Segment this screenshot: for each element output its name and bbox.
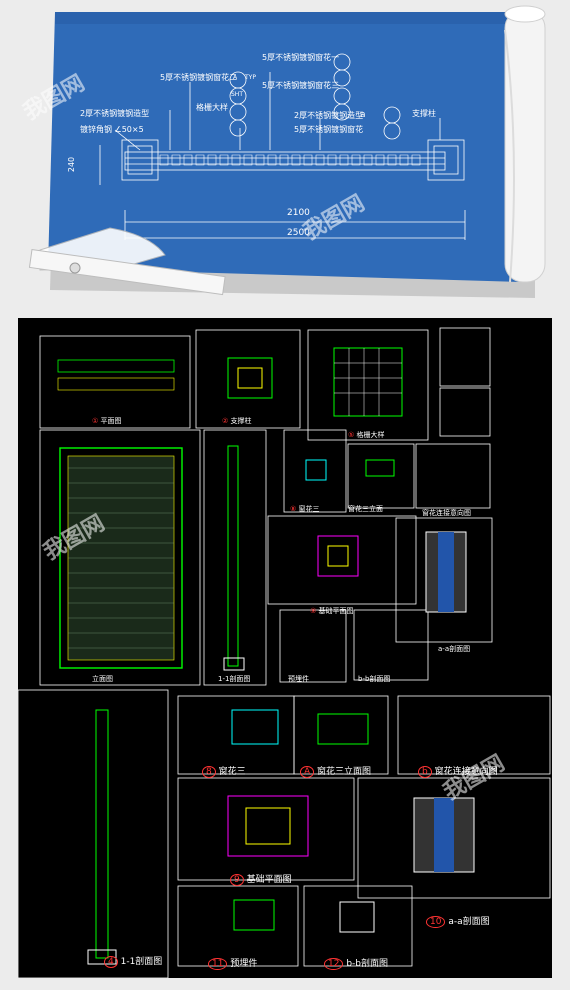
drawing-label: 窗花三立面 bbox=[348, 505, 383, 513]
callout-steel-shape-2: 2厚不锈钢镀钢造型 bbox=[294, 111, 364, 120]
callout-grille-1: 5厚不锈钢镀钢窗花一 bbox=[262, 53, 340, 62]
callout-grille-window: 5厚不锈钢镀钢窗花 bbox=[294, 125, 364, 134]
callout-support-column: 支撑柱 bbox=[412, 109, 436, 118]
dimension-2500: 2500 bbox=[287, 228, 310, 238]
drawing-label: ⑤ 格栅大样 bbox=[348, 431, 385, 439]
callout-lattice-detail: 格栅大样 bbox=[196, 103, 228, 112]
zoom-label: 8 窗花三 bbox=[202, 764, 246, 778]
tag-sht: SHT bbox=[231, 91, 243, 98]
drawing-label: a-a剖面图 bbox=[438, 645, 471, 653]
dimension-a: a bbox=[360, 110, 366, 120]
drawing-label: ② 支撑柱 bbox=[222, 417, 252, 425]
drawing-label: b-b剖面图 bbox=[358, 675, 391, 683]
drawing-label: 窗花连接意向图 bbox=[422, 509, 471, 517]
drawing-label: 立面图 bbox=[92, 675, 113, 683]
callout-grille-3: 5厚不锈钢镀钢窗花三 bbox=[262, 81, 340, 90]
zoom-label: 9 基础平面图 bbox=[230, 872, 292, 886]
callout-steel-shape: 2厚不锈钢镀钢造型 bbox=[80, 109, 150, 118]
zoom-label: 12 b-b剖面图 bbox=[324, 956, 388, 970]
callout-grille-2: 5厚不锈钢镀钢窗花二 bbox=[160, 73, 238, 82]
drawing-label: ① 平面图 bbox=[92, 417, 122, 425]
drawing-label: 预埋件 bbox=[288, 675, 309, 683]
dimension-240: 240 bbox=[67, 156, 77, 173]
cad-sheet: ① 平面图 ② 支撑柱 ⑤ 格栅大样 ⑧ 窗花三 窗花三立面 窗花连接意向图 ⑨… bbox=[18, 318, 552, 978]
drawing-label: 1-1剖面图 bbox=[218, 675, 251, 683]
drawing-label: ⑧ 窗花三 bbox=[290, 505, 320, 513]
zoom-label: 10 a-a剖面图 bbox=[426, 914, 490, 928]
zoom-label: 4 1-1剖面图 bbox=[104, 954, 162, 968]
blueprint-panel: 5厚不锈钢镀钢窗花一 5厚不锈钢镀钢窗花二 格栅大样 2厚不锈钢镀钢造型 镀锌角… bbox=[0, 0, 570, 310]
zoom-label: b 窗花连接意向图 bbox=[418, 764, 498, 778]
cad-sheet-svg bbox=[18, 327, 551, 978]
dimension-2100: 2100 bbox=[287, 208, 310, 218]
zoom-label: 11 预埋件 bbox=[208, 956, 257, 970]
tag-letter: A bbox=[233, 74, 238, 81]
callout-angle-steel: 镀锌角钢 ∠50×5 bbox=[80, 125, 144, 134]
blueprint-svg bbox=[28, 5, 546, 298]
tag-typ: TYP bbox=[245, 74, 256, 81]
zoom-label: A 窗花三立面图 bbox=[300, 764, 371, 778]
drawing-label: ⑨ 基础平面图 bbox=[310, 607, 354, 615]
